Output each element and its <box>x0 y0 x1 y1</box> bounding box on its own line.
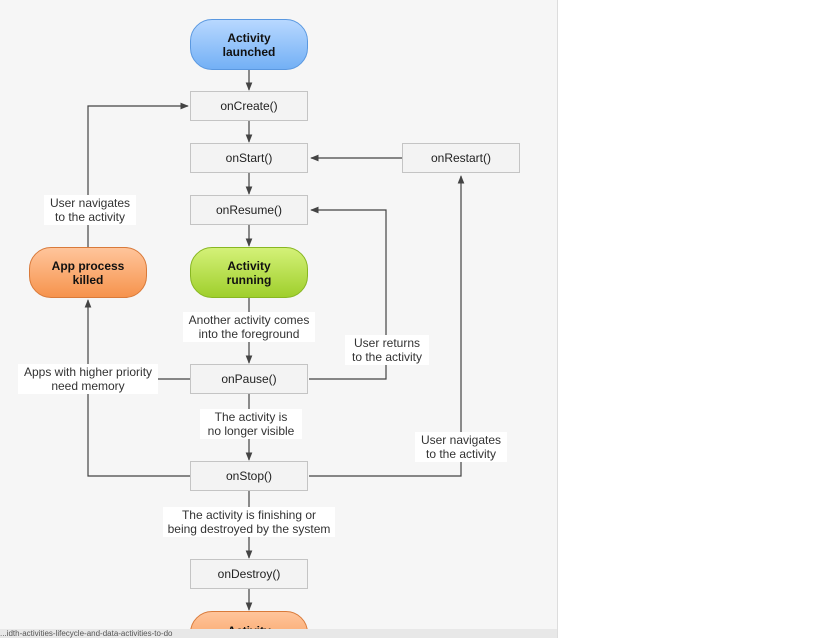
label-user-navigates-right: User navigates to the activity <box>415 432 507 462</box>
label-no-longer-visible: The activity is no longer visible <box>200 409 302 439</box>
activity-launched-node: Activity launched <box>190 19 308 70</box>
label-higher-priority: Apps with higher priority need memory <box>18 364 158 394</box>
activity-running-node: Activity running <box>190 247 308 298</box>
status-bar: ...idth-activities-lifecycle-and-data-ac… <box>0 629 557 638</box>
label-user-navigates-left: User navigates to the activity <box>44 195 136 225</box>
oncreate-node: onCreate() <box>190 91 308 121</box>
onstop-node: onStop() <box>190 461 308 491</box>
line-onstop-to-killed <box>87 379 190 477</box>
arrow-onstop-to-onrestart <box>309 175 465 477</box>
onstart-node: onStart() <box>190 143 308 173</box>
label-finishing: The activity is finishing or being destr… <box>163 507 335 537</box>
label-another-activity: Another activity comes into the foregrou… <box>183 312 315 342</box>
label-user-returns: User returns to the activity <box>345 335 429 365</box>
ondestroy-node: onDestroy() <box>190 559 308 589</box>
arrow-killed-to-oncreate <box>87 102 189 248</box>
app-process-killed-node: App process killed <box>29 247 147 298</box>
onrestart-node: onRestart() <box>402 143 520 173</box>
onpause-node: onPause() <box>190 364 308 394</box>
lifecycle-diagram: Activity launched onCreate() onStart() o… <box>0 0 558 638</box>
onresume-node: onResume() <box>190 195 308 225</box>
arrow-onpause-to-onresume <box>309 206 387 380</box>
